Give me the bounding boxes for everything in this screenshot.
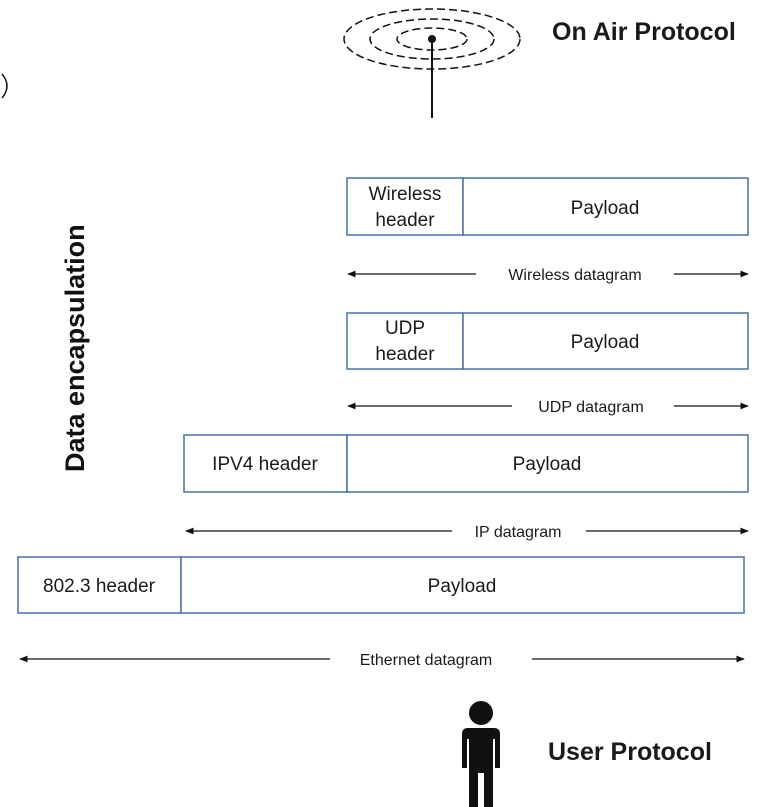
wireless-payload-label: Payload	[571, 198, 640, 219]
ip-datagram-label: IP datagram	[475, 524, 562, 541]
ethernet-datagram-arrow: Ethernet datagram	[19, 652, 745, 669]
wireless-datagram-arrow: Wireless datagram	[347, 267, 749, 284]
udp-payload-label: Payload	[571, 332, 640, 353]
wireless-datagram-label: Wireless datagram	[508, 267, 641, 284]
ipv4-payload-box	[346, 434, 749, 493]
udp-datagram-arrow: UDP datagram	[347, 399, 749, 416]
ethernet-header-label: 802.3 header	[43, 576, 156, 597]
ip-datagram-arrow: IP datagram	[185, 524, 749, 541]
on-air-protocol-label: On Air Protocol	[552, 18, 736, 46]
ipv4-header-box	[183, 434, 348, 493]
udp-header-line-1: UDP	[385, 318, 425, 339]
wireless-header-line-1: Wireless	[369, 184, 442, 205]
udp-datagram-label: UDP datagram	[538, 399, 644, 416]
person-icon	[462, 701, 500, 807]
wireless-layer: Wireless header Payload	[346, 177, 749, 236]
antenna-icon	[343, 8, 521, 118]
udp-header-box	[346, 312, 464, 370]
ethernet-payload-box	[180, 556, 745, 614]
ethernet-datagram-label: Ethernet datagram	[360, 652, 493, 669]
wireless-header-box	[346, 177, 464, 236]
udp-layer: UDP header Payload	[346, 312, 749, 370]
udp-header-line-2: header	[375, 344, 435, 365]
stray-mark	[1, 73, 8, 99]
data-encapsulation-label: Data encapsulation	[60, 224, 90, 472]
ipv4-layer: IPV4 header Payload	[183, 434, 749, 493]
wireless-payload-box	[462, 177, 749, 236]
wireless-header-line-2: header	[375, 210, 435, 231]
udp-payload-box	[462, 312, 749, 370]
ethernet-header-box	[17, 556, 182, 614]
user-protocol-label: User Protocol	[548, 738, 712, 766]
ipv4-header-label: IPV4 header	[212, 454, 318, 475]
ipv4-payload-label: Payload	[513, 454, 582, 475]
ethernet-payload-label: Payload	[428, 576, 497, 597]
ethernet-layer: 802.3 header Payload	[17, 556, 745, 614]
